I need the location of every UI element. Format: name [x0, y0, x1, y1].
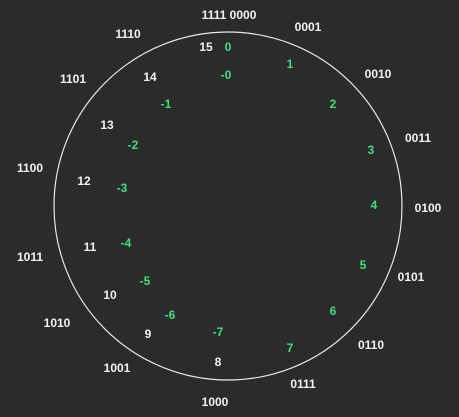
signed-label-minus-7: -7 — [212, 325, 224, 339]
unsigned-label-14: 14 — [143, 70, 157, 84]
binary-label-1000: 1000 — [201, 395, 229, 409]
binary-label-1001: 1001 — [103, 361, 131, 375]
signed-label-minus-5: -5 — [139, 274, 151, 288]
binary-label-0101: 0101 — [397, 270, 425, 284]
binary-label-1110: 1110 — [115, 27, 141, 41]
binary-label-1010: 1010 — [43, 316, 71, 330]
binary-label-1101: 1101 — [59, 72, 87, 86]
wheel-circle — [53, 31, 403, 381]
unsigned-label-8: 8 — [214, 355, 222, 369]
signed-label-minus-3: -3 — [116, 181, 128, 195]
signed-label-1: 1 — [286, 57, 294, 71]
signed-label-4: 4 — [370, 198, 378, 212]
binary-label-0111: 0111 — [290, 377, 316, 391]
binary-label-1100: 1100 — [16, 161, 44, 175]
unsigned-label-13: 13 — [100, 118, 114, 132]
signed-label-minus-4: -4 — [120, 236, 132, 250]
unsigned-label-10: 10 — [103, 288, 117, 302]
unsigned-label-11: 11 — [83, 240, 97, 254]
signed-label-2: 2 — [329, 97, 337, 111]
signed-label-minus-0: -0 — [220, 68, 232, 82]
signed-label-0: 0 — [224, 40, 232, 54]
binary-label-0001: 0001 — [294, 20, 322, 34]
signed-label-3: 3 — [367, 143, 375, 157]
binary-label-0110: 0110 — [357, 338, 385, 352]
signed-label-7: 7 — [286, 341, 294, 355]
signed-label-6: 6 — [329, 304, 337, 318]
unsigned-label-9: 9 — [144, 327, 152, 341]
binary-label-1011: 1011 — [16, 250, 44, 264]
binary-label-0100: 0100 — [414, 201, 442, 215]
signed-label-minus-2: -2 — [127, 138, 139, 152]
binary-label-0011: 0011 — [404, 131, 432, 145]
binary-label-1111-0000: 1111 0000 — [201, 8, 257, 22]
unsigned-label-15: 15 — [199, 40, 213, 54]
signed-label-minus-1: -1 — [160, 97, 172, 111]
signed-label-minus-6: -6 — [164, 308, 176, 322]
signed-label-5: 5 — [359, 258, 367, 272]
unsigned-label-12: 12 — [77, 174, 91, 188]
binary-label-0010: 0010 — [364, 67, 392, 81]
